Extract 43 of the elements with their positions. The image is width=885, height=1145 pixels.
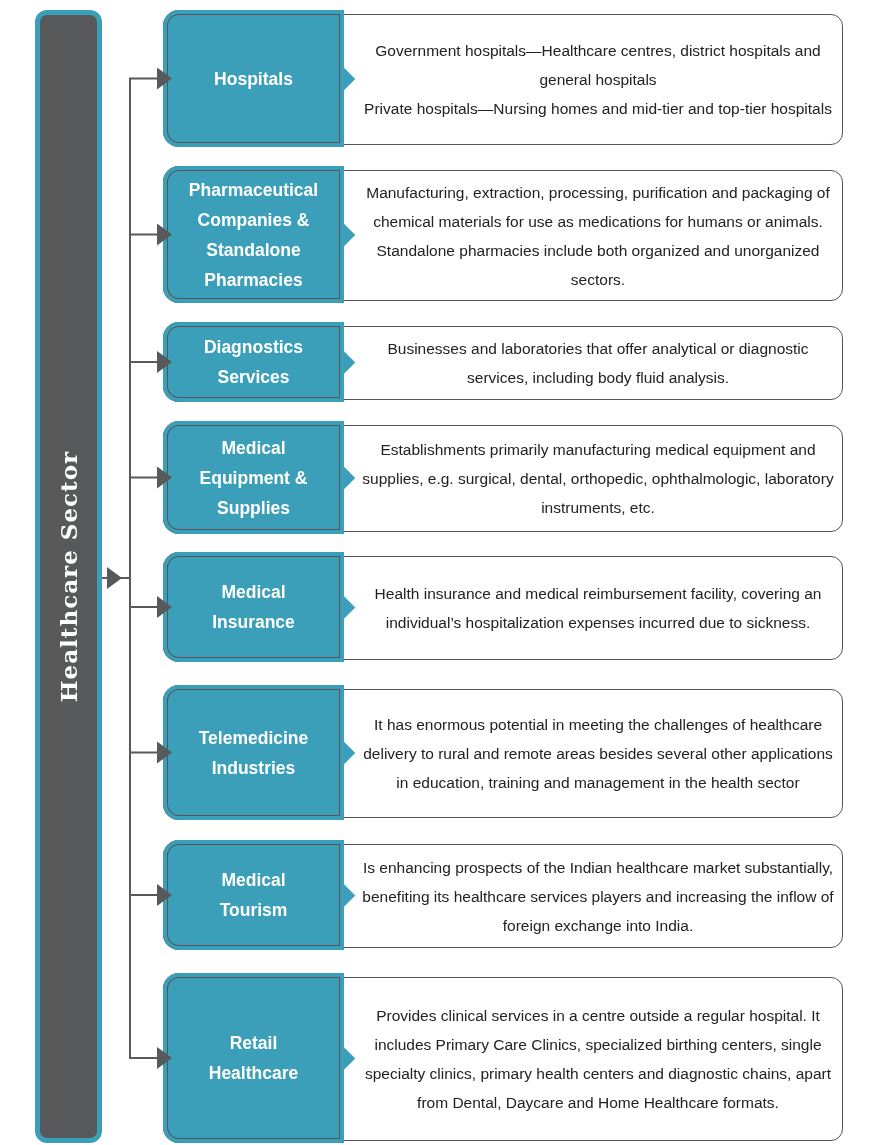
category-label: Pharmaceutical Companies & Standalone Pharmacies <box>187 178 320 292</box>
description-text: Businesses and laboratories that offer analytical or diagnostic services, including body fluid analysis. <box>386 339 810 388</box>
description-text: Health insurance and medical reimbursement facility, covering an individual’s hospitalization expenses incurred due to sickness. <box>373 584 823 633</box>
category-box <box>163 685 344 820</box>
category-box <box>163 973 344 1143</box>
pointer-arrow <box>342 465 356 491</box>
category-box <box>163 166 344 303</box>
category-label: Retail Healthcare <box>207 1032 300 1085</box>
description-text: Provides clinical services in a centre outside a regular hospital. It includes Primary Care Clinics, specialized birthing centers, single specialty clinics, primary health centers and diagnostic chains, apart from Dental, Daycare and Home Healthcare formats. <box>363 1006 833 1113</box>
description-text: It has enormous potential in meeting the challenges of healthcare delivery to rural and remote areas besides several other applications in education, training and management in the health sector <box>362 715 834 793</box>
pointer-arrow <box>342 883 356 908</box>
category-label: Telemedicine Industries <box>197 726 310 780</box>
category-label: Diagnostics Services <box>202 336 305 389</box>
pointer-arrow <box>342 350 356 375</box>
description-box <box>343 689 843 818</box>
category-box <box>163 421 344 534</box>
pointer-arrow <box>342 740 356 766</box>
description-text: Is enhancing prospects of the Indian healthcare market substantially, benefiting its healthcare services players and increasing the inflow of foreign exchange into India. <box>361 857 835 936</box>
sector-title: Healthcare Sector <box>55 450 82 703</box>
description-text: Government hospitals—Healthcare centres, district hospitals and general hospitals <box>374 41 822 90</box>
description-box <box>343 170 843 301</box>
category-label: Medical Insurance <box>211 581 296 634</box>
description-box <box>343 977 843 1141</box>
category-box <box>163 840 344 950</box>
description-box <box>343 425 843 532</box>
pointer-arrow <box>342 595 356 620</box>
category-label: Medical Tourism <box>218 869 289 922</box>
description-box <box>343 556 843 660</box>
description-box <box>343 844 843 948</box>
description-text: Manufacturing, extraction, processing, purification and packaging of chemical materials for use as medications for humans or animals. Standalone pharmacies include both organized and unorganized sectors. <box>365 182 831 290</box>
pointer-arrow <box>342 66 356 92</box>
category-box <box>163 552 344 662</box>
category-box <box>163 322 344 402</box>
sector-bar <box>35 10 102 1143</box>
category-label: Medical Equipment & Supplies <box>198 436 309 520</box>
pointer-arrow <box>342 222 356 248</box>
pointer-arrow <box>342 1046 356 1071</box>
description-text: Private hospitals—Nursing homes and mid-tier and top-tier hospitals <box>364 99 832 119</box>
description-box <box>343 326 843 400</box>
description-box <box>343 14 843 145</box>
category-box <box>163 10 344 147</box>
category-label: Hospitals <box>214 67 293 91</box>
description-text: Establishments primarily manufacturing medical equipment and supplies, e.g. surgical, dental, orthopedic, ophthalmologic, laboratory instruments, etc. <box>361 440 835 518</box>
